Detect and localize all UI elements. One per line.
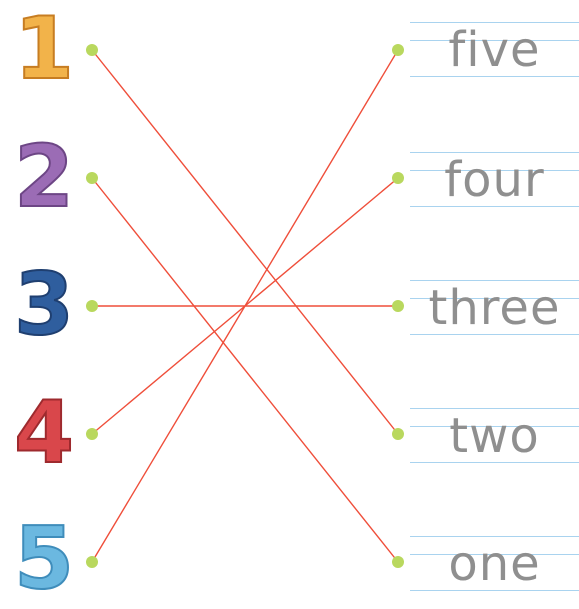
left-dot-3[interactable] — [86, 300, 98, 312]
right-dot-one[interactable] — [392, 556, 404, 568]
right-dot-four[interactable] — [392, 172, 404, 184]
right-dot-two[interactable] — [392, 428, 404, 440]
left-dot-5[interactable] — [86, 556, 98, 568]
left-dot-1[interactable] — [86, 44, 98, 56]
connection-line-1-two — [92, 50, 398, 434]
left-dot-4[interactable] — [86, 428, 98, 440]
connection-line-2-one — [92, 178, 398, 562]
right-dot-five[interactable] — [392, 44, 404, 56]
right-dot-three[interactable] — [392, 300, 404, 312]
left-dot-2[interactable] — [86, 172, 98, 184]
